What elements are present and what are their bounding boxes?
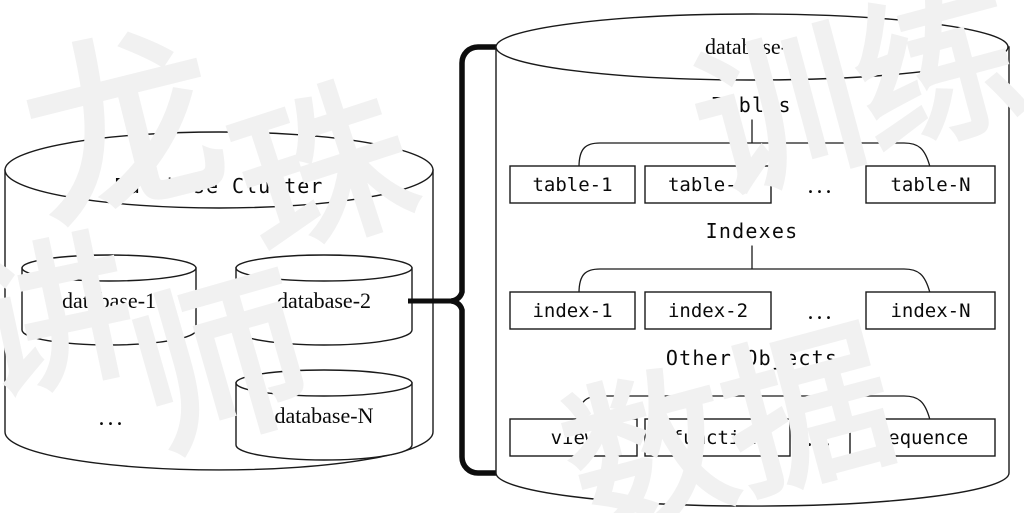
- database-2-top: [235, 254, 413, 282]
- detail-cylinder-body: [495, 46, 1010, 507]
- database-2-body: [235, 267, 413, 346]
- database-2-cylinder[interactable]: database-2: [235, 254, 413, 346]
- database-n-top: [235, 369, 413, 397]
- database-n-label: database-N: [275, 403, 374, 428]
- connector-lower-arm: [449, 298, 499, 476]
- detail-title: database-2: [705, 34, 799, 59]
- table-1-label: table-1: [532, 174, 612, 196]
- index-1-box[interactable]: [509, 291, 636, 330]
- cluster-cylinder-top: [4, 131, 434, 209]
- sequence-box[interactable]: [849, 418, 996, 457]
- table-n-label: table-N: [890, 174, 970, 196]
- function-box[interactable]: [644, 418, 791, 457]
- tables-fan-connector: [578, 119, 931, 168]
- cluster-ellipsis: ...: [99, 405, 126, 431]
- table-1-box[interactable]: [509, 165, 636, 204]
- index-2-box[interactable]: [644, 291, 772, 330]
- sequence-label: sequence: [877, 427, 969, 449]
- tables-heading: Tables: [712, 93, 791, 117]
- database-1-top: [21, 254, 197, 282]
- indexes-heading: Indexes: [706, 219, 799, 243]
- index-n-label: index-N: [890, 300, 970, 322]
- view-box[interactable]: [509, 418, 638, 457]
- other-objects-ellipsis: ...: [807, 426, 834, 452]
- view-label: view: [551, 427, 597, 449]
- table-n-box[interactable]: [865, 165, 996, 204]
- indexes-ellipsis: ...: [808, 299, 835, 325]
- index-1-label: index-1: [532, 300, 612, 322]
- group-other-objects: Other Objects view function ... sequence: [509, 346, 996, 457]
- group-indexes: Indexes index-1 index-2 ... index-N: [509, 219, 996, 330]
- database-n-body: [235, 382, 413, 461]
- database-1-label: database-1: [62, 288, 156, 313]
- group-tables: Tables table-1 table-2 ... table-N: [509, 93, 996, 204]
- index-n-box[interactable]: [865, 291, 996, 330]
- other-objects-fan-connector: [578, 372, 931, 421]
- detail-cylinder-top: [495, 13, 1009, 81]
- cluster-label: Database Cluster: [115, 174, 324, 198]
- tables-ellipsis: ...: [808, 173, 835, 199]
- database-2-label: database-2: [277, 288, 371, 313]
- database-2-detail-cylinder: database-2: [495, 13, 1010, 507]
- table-2-box[interactable]: [644, 165, 772, 204]
- table-2-label: table-2: [668, 174, 748, 196]
- function-label: function: [672, 427, 764, 449]
- database-1-cylinder[interactable]: database-1: [21, 254, 197, 346]
- database-n-cylinder[interactable]: database-N: [235, 369, 413, 461]
- indexes-fan-connector: [578, 245, 931, 294]
- connector-upper-arm: [449, 44, 499, 304]
- other-objects-heading: Other Objects: [666, 346, 838, 370]
- cluster-to-detail-connector: [408, 44, 499, 476]
- database-1-body: [21, 267, 197, 346]
- index-2-label: index-2: [668, 300, 748, 322]
